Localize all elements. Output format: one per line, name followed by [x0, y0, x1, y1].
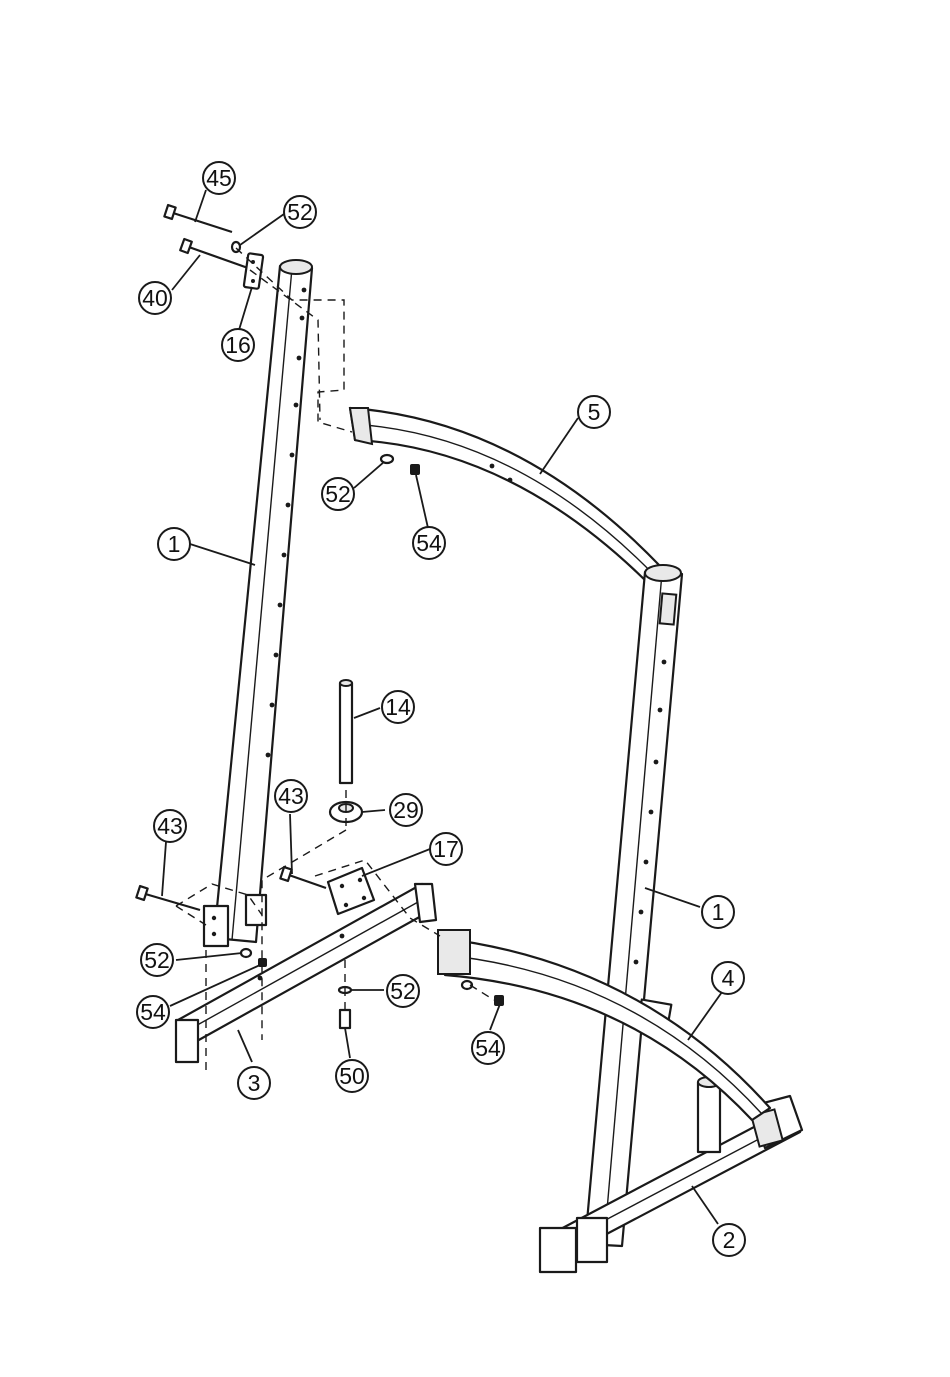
callout-40: 40 [139, 282, 171, 314]
callout-17-label: 17 [433, 836, 459, 862]
callout-5-label: 5 [588, 399, 601, 425]
callout-4-label: 4 [722, 965, 735, 991]
callout-50: 50 [336, 1060, 368, 1092]
callout-17: 17 [430, 833, 462, 865]
right-upright [585, 565, 682, 1246]
callout-2-label: 2 [723, 1227, 736, 1253]
callout-54-label: 54 [416, 530, 442, 556]
callout-54-label: 54 [475, 1035, 501, 1061]
callout-45: 45 [203, 162, 235, 194]
callout-43-label: 43 [278, 783, 304, 809]
callout-1: 1 [158, 528, 190, 560]
callout-5: 5 [578, 396, 610, 428]
callout-54: 54 [413, 527, 445, 559]
callout-54: 54 [472, 1032, 504, 1064]
callout-52: 52 [141, 944, 173, 976]
callout-3: 3 [238, 1067, 270, 1099]
callout-14-label: 14 [385, 694, 411, 720]
callout-52-label: 52 [287, 199, 313, 225]
callout-54-label: 54 [140, 999, 166, 1025]
callout-4: 4 [712, 962, 744, 994]
callout-40-label: 40 [142, 285, 168, 311]
callout-52-label: 52 [144, 947, 170, 973]
callout-52: 52 [322, 478, 354, 510]
top-arch-crossbar [350, 408, 660, 590]
callout-50-label: 50 [339, 1063, 365, 1089]
callout-45-label: 45 [206, 165, 232, 191]
hardware [136, 205, 504, 1028]
callout-1-label: 1 [168, 531, 181, 557]
callout-52: 52 [387, 975, 419, 1007]
callout-54: 54 [137, 996, 169, 1028]
callout-29-label: 29 [393, 797, 419, 823]
callout-1: 1 [702, 896, 734, 928]
callout-52-label: 52 [325, 481, 351, 507]
callout-43: 43 [275, 780, 307, 812]
callout-43-label: 43 [157, 813, 183, 839]
callout-29: 29 [390, 794, 422, 826]
callout-16-label: 16 [225, 332, 251, 358]
callout-14: 14 [382, 691, 414, 723]
callout-16: 16 [222, 329, 254, 361]
callout-3-label: 3 [248, 1070, 261, 1096]
callout-1-label: 1 [712, 899, 725, 925]
callout-2: 2 [713, 1224, 745, 1256]
callout-52: 52 [284, 196, 316, 228]
callout-52-label: 52 [390, 978, 416, 1004]
left-upright [214, 260, 312, 942]
callout-43: 43 [154, 810, 186, 842]
